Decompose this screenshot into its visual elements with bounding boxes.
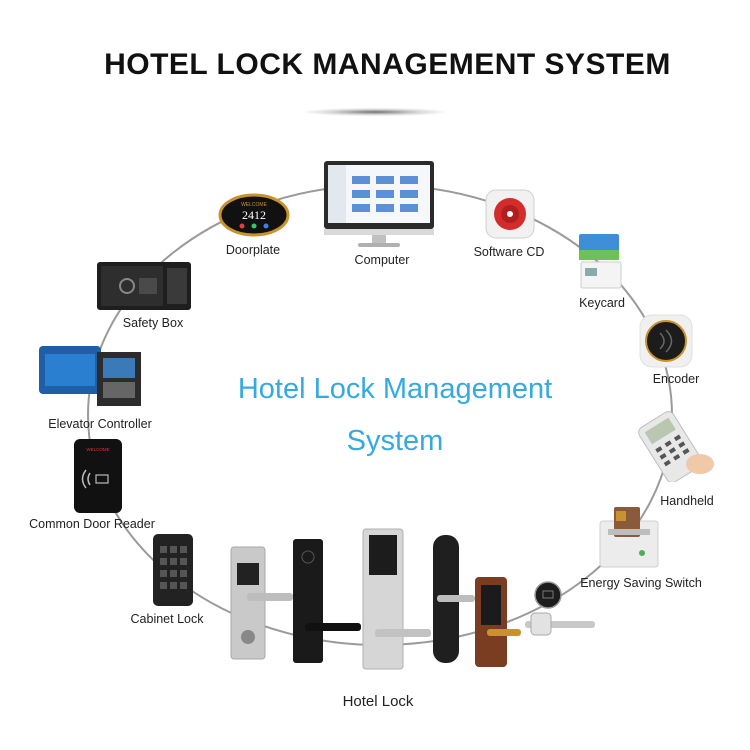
center-title-line2: System — [346, 425, 444, 457]
doorplate-welcome: WELCOME — [241, 202, 268, 208]
center-title-line1: Hotel Lock Management — [237, 373, 553, 405]
energy-switch-label: Energy Saving Switch — [580, 576, 702, 590]
doorplate-label: Doorplate — [225, 243, 281, 257]
keycard-icon — [579, 234, 622, 289]
keycard-label: Keycard — [579, 296, 625, 310]
door-reader-welcome: WELCOME — [86, 447, 109, 452]
doorplate-icon: WELCOME 2412 — [218, 193, 290, 237]
energy-switch-icon — [599, 507, 659, 568]
hotel-lock-group-icon — [230, 528, 595, 670]
elevator-controller-label: Elevator Controller — [48, 417, 152, 431]
computer-label: Computer — [354, 253, 410, 267]
page-title: HOTEL LOCK MANAGEMENT SYSTEM — [104, 48, 671, 81]
cabinet-lock-label: Cabinet Lock — [130, 612, 204, 626]
safety-box-label: Safety Box — [122, 316, 184, 330]
computer-icon — [324, 161, 434, 247]
door-reader-icon: WELCOME — [74, 439, 122, 513]
doorplate-number: 2412 — [242, 208, 266, 222]
encoder-icon — [639, 314, 693, 368]
encoder-label: Encoder — [652, 372, 700, 386]
elevator-controller-icon — [39, 346, 141, 406]
title-underline-shadow — [305, 108, 445, 116]
round-reader-icon — [534, 581, 562, 609]
software-cd-icon — [485, 189, 535, 239]
handheld-label: Handheld — [660, 494, 714, 508]
door-reader-label: Common Door Reader — [29, 517, 155, 531]
handheld-icon — [638, 411, 714, 482]
hotel-lock-label: Hotel Lock — [342, 693, 414, 710]
software-cd-label: Software CD — [473, 245, 545, 259]
safety-box-icon — [97, 262, 191, 310]
cabinet-lock-icon — [153, 534, 193, 606]
